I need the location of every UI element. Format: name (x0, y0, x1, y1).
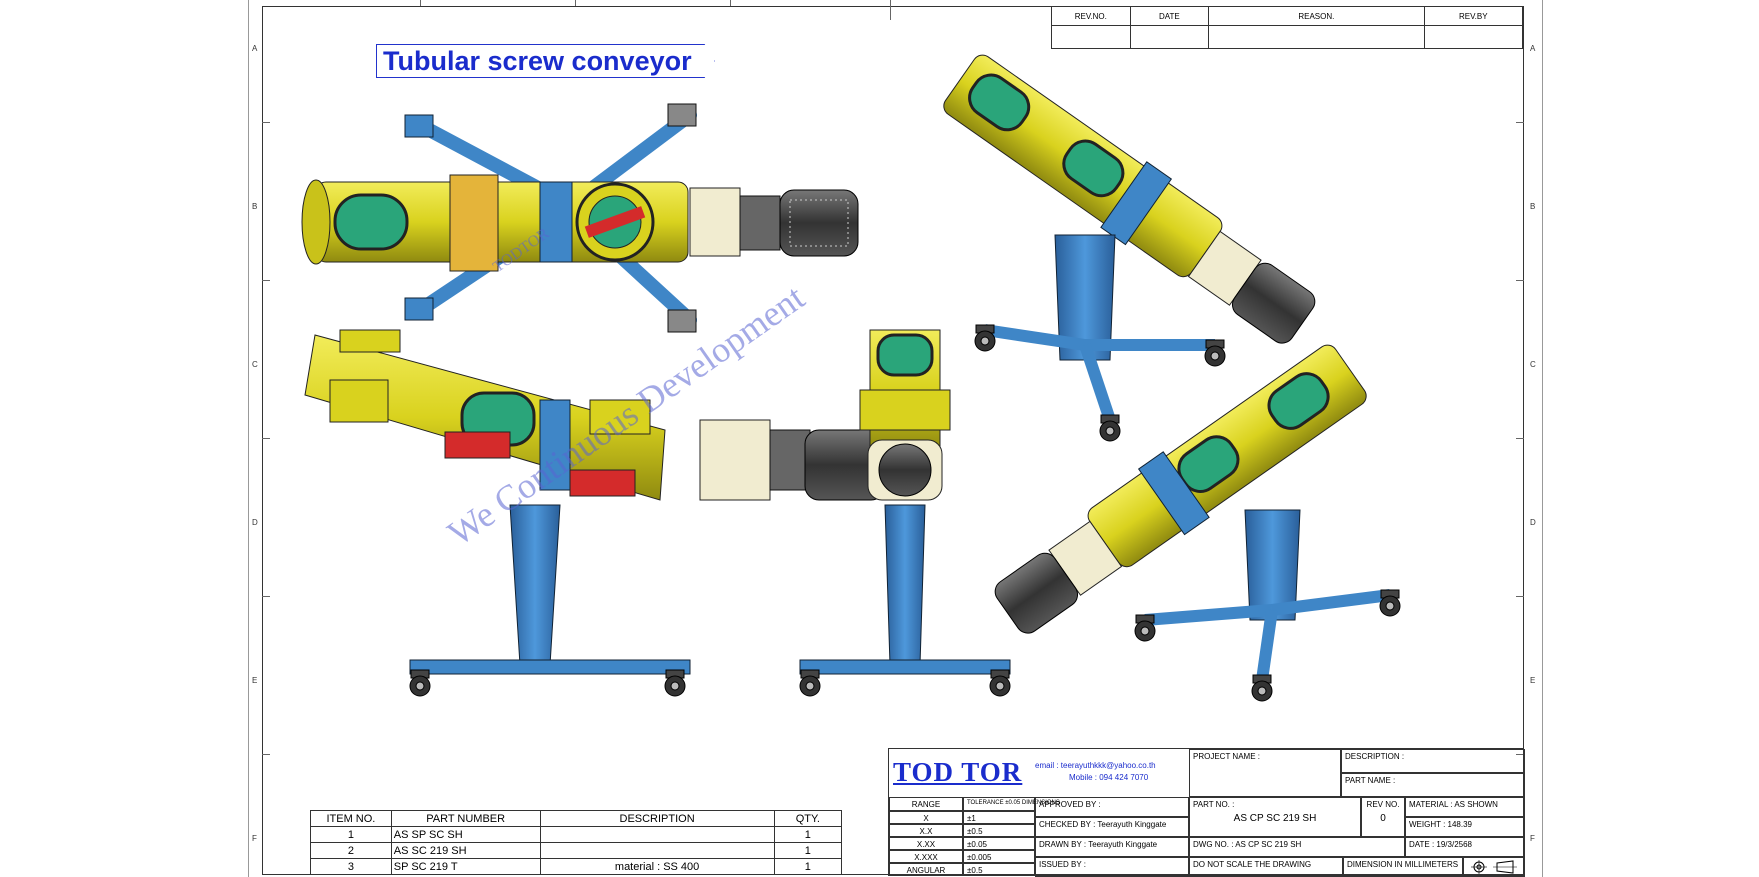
date-field: DATE : 19/3/2568 (1405, 837, 1525, 857)
bom-item: 3 (310, 858, 392, 875)
drawing-title: Tubular screw conveyor (376, 44, 715, 78)
bom-item: 2 (310, 842, 392, 859)
rev-cell (1051, 25, 1131, 49)
contact-mobile: Mobile : 094 424 7070 (1069, 773, 1149, 782)
range-value: X.X (889, 824, 963, 837)
bom-row: 1 AS SP SC SH 1 (310, 826, 843, 843)
tolerance-value: ±0.5 (963, 863, 1035, 876)
zone-label: E (1530, 676, 1536, 685)
company-brand: TOD TOR (893, 757, 1023, 787)
weight-field: WEIGHT : 148.39 (1405, 817, 1525, 837)
contact-email: email : teerayuthkkk@yahoo.co.th (1035, 761, 1156, 770)
issued-by-field: ISSUED BY : (1035, 857, 1189, 877)
rev-cell (1423, 25, 1524, 49)
do-not-scale-note: DO NOT SCALE THE DRAWING (1189, 857, 1343, 877)
zone-label: A (252, 44, 258, 53)
isometric-stand-lower (1134, 509, 1401, 702)
side-view (304, 329, 886, 697)
bill-of-materials: ITEM NO. PART NUMBER DESCRIPTION QTY. 1 … (310, 810, 843, 875)
range-value: X.XXX (889, 850, 963, 863)
revision-table: REV.NO. DATE REASON. REV.BY (1051, 6, 1524, 49)
bom-desc (539, 842, 775, 859)
checked-by-field: CHECKED BY : Teerayuth Kinggate (1035, 817, 1189, 837)
project-name-field: PROJECT NAME : (1189, 749, 1341, 797)
bom-desc: material : SS 400 (539, 858, 775, 875)
title-block: TOD TOR email : teerayuthkkk@yahoo.co.th… (888, 748, 1525, 877)
range-value: X (889, 811, 963, 824)
tolerance-header: TOLERANCE ±0.05 DIMENSIONS (963, 797, 1060, 811)
bom-header-desc: DESCRIPTION (539, 810, 775, 827)
bom-row: 2 AS SC 219 SH 1 (310, 842, 843, 859)
drawing-frame (262, 6, 1524, 875)
rev-no-value: 0 (1380, 813, 1386, 824)
zone-label: C (1530, 360, 1536, 369)
range-value: ANGULAR (889, 863, 963, 876)
bom-header-qty: QTY. (773, 810, 843, 827)
rev-no-label: REV NO. (1366, 800, 1400, 809)
bom-qty: 1 (773, 826, 843, 843)
bom-item: 1 (310, 826, 392, 843)
third-angle-projection-icon (1471, 860, 1517, 874)
zone-label: E (252, 676, 258, 685)
isometric-view-lower (994, 344, 1367, 634)
dwg-no-field: DWG NO. : AS CP SC 219 SH (1189, 837, 1405, 857)
part-no-label: PART NO. : (1193, 800, 1235, 809)
bom-qty: 1 (773, 842, 843, 859)
drawn-by-field: DRAWN BY : Teerayuth Kinggate (1035, 837, 1189, 857)
part-no-field: PART NO. : AS CP SC 219 SH (1189, 797, 1361, 837)
bom-header-item: ITEM NO. (310, 810, 392, 827)
projection-symbol (1463, 857, 1525, 877)
bom-row: 3 SP SC 219 T material : SS 400 1 (310, 858, 843, 875)
zone-label: D (1530, 518, 1536, 527)
tolerance-value: ±0.005 (963, 850, 1035, 863)
top-view (301, 103, 859, 333)
bom-qty: 1 (773, 858, 843, 875)
zone-label: A (1530, 44, 1536, 53)
rev-no-field: REV NO. 0 (1361, 797, 1405, 837)
part-name-field: PART NAME : (1341, 773, 1525, 797)
tolerance-value: ±1 (963, 811, 1035, 824)
approved-by-field: APPROVED BY : (1035, 797, 1189, 817)
bom-header-part: PART NUMBER (390, 810, 541, 827)
isometric-stand-upper (974, 234, 1226, 442)
zone-label: D (252, 518, 258, 527)
bom-part: SP SC 219 T (390, 858, 541, 875)
material-field: MATERIAL : AS SHOWN (1405, 797, 1525, 817)
isometric-view-upper (943, 54, 1316, 344)
bom-part: AS SC 219 SH (390, 842, 541, 859)
tolerance-value: ±0.5 (963, 824, 1035, 837)
rev-cell (1208, 25, 1425, 49)
front-view (799, 329, 1011, 697)
bom-part: AS SP SC SH (390, 826, 541, 843)
zone-label: B (1530, 202, 1536, 211)
description-field: DESCRIPTION : (1341, 749, 1525, 773)
zone-label: F (1530, 834, 1535, 843)
zone-label: C (252, 360, 258, 369)
tolerance-value: ±0.05 (963, 837, 1035, 850)
zone-label: B (252, 202, 258, 211)
zone-label: F (252, 834, 257, 843)
part-no-value: AS CP SC 219 SH (1233, 813, 1317, 824)
dimension-units-note: DIMENSION IN MILLIMETERS (1343, 857, 1463, 877)
rev-cell (1129, 25, 1210, 49)
bom-desc (539, 826, 775, 843)
range-header: RANGE (889, 797, 963, 811)
range-value: X.XX (889, 837, 963, 850)
